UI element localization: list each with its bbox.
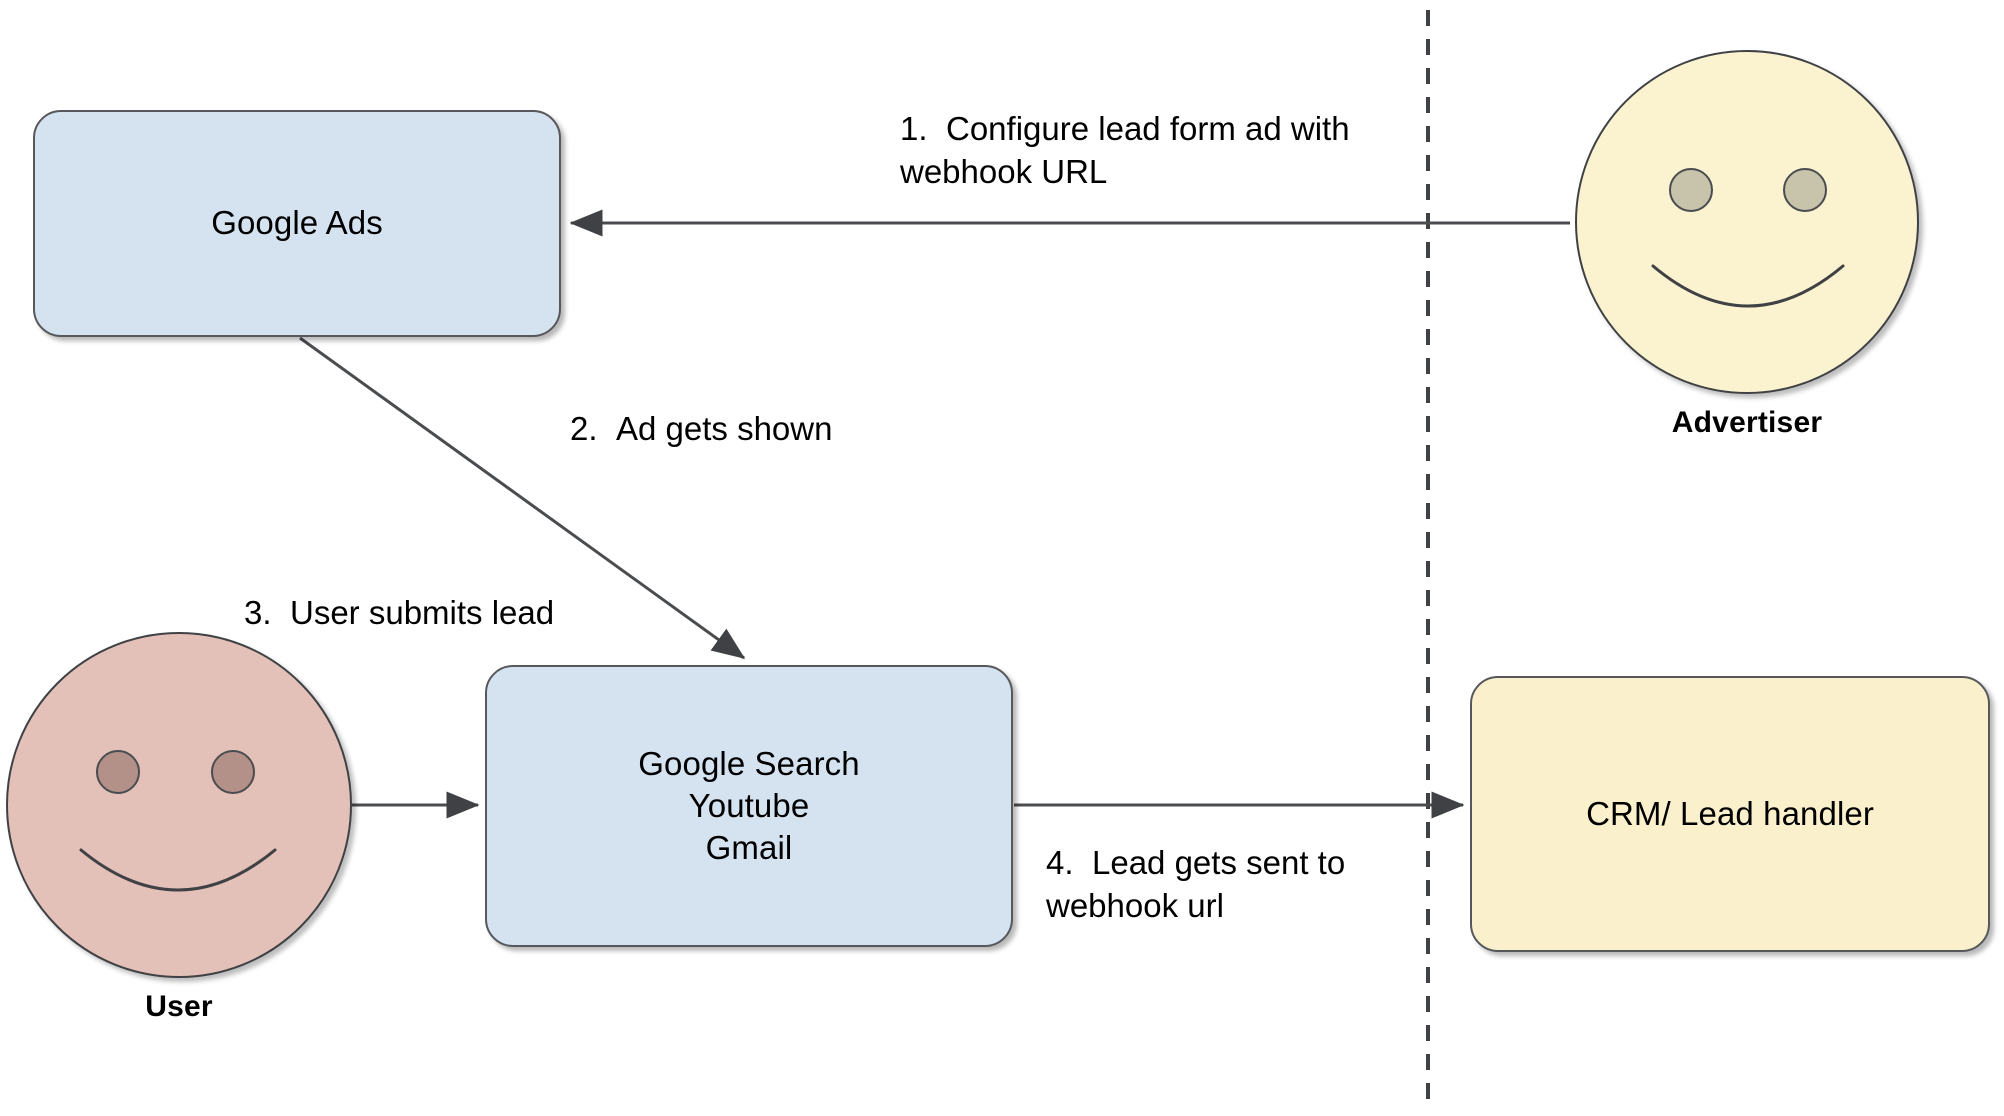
step-label-2: 2. Ad gets shown [570, 408, 832, 451]
step-label-1: 1.Configure lead form ad with webhook UR… [900, 108, 1350, 194]
step-label-4: 4.Lead gets sent to webhook url [1046, 842, 1345, 928]
step-4-text: Lead gets sent to webhook url [1046, 844, 1346, 924]
user-face-circle [6, 632, 352, 978]
step-3-number: 3. [244, 594, 272, 631]
step-3-text: User submits lead [290, 594, 555, 631]
advertiser-smile-icon [1651, 264, 1845, 308]
user-left-eye-icon [96, 750, 140, 794]
node-google-surfaces[interactable]: Google Search Youtube Gmail [485, 665, 1013, 947]
node-crm-lead-handler[interactable]: CRM/ Lead handler [1470, 676, 1990, 952]
step-2-number: 2. [570, 410, 598, 447]
step-2-text: Ad gets shown [616, 410, 833, 447]
node-google-ads-label: Google Ads [211, 204, 383, 242]
actor-user-label: User [145, 990, 213, 1023]
user-right-eye-icon [211, 750, 255, 794]
step-1-number: 1. [900, 110, 928, 147]
advertiser-left-eye-icon [1669, 168, 1713, 212]
actor-user[interactable]: User [6, 632, 352, 1023]
user-smile-icon [79, 848, 277, 892]
step-label-3: 3. User submits lead [244, 592, 554, 635]
step-1-text: Configure lead form ad with webhook URL [900, 110, 1350, 190]
step-4-number: 4. [1046, 844, 1074, 881]
node-crm-lead-handler-label: CRM/ Lead handler [1586, 794, 1874, 832]
actor-advertiser[interactable]: Advertiser [1575, 50, 1919, 439]
advertiser-face-circle [1575, 50, 1919, 394]
node-google-ads[interactable]: Google Ads [33, 110, 561, 337]
actor-advertiser-label: Advertiser [1671, 406, 1823, 439]
node-google-surfaces-label: Google Search Youtube Gmail [638, 744, 860, 867]
advertiser-right-eye-icon [1783, 168, 1827, 212]
